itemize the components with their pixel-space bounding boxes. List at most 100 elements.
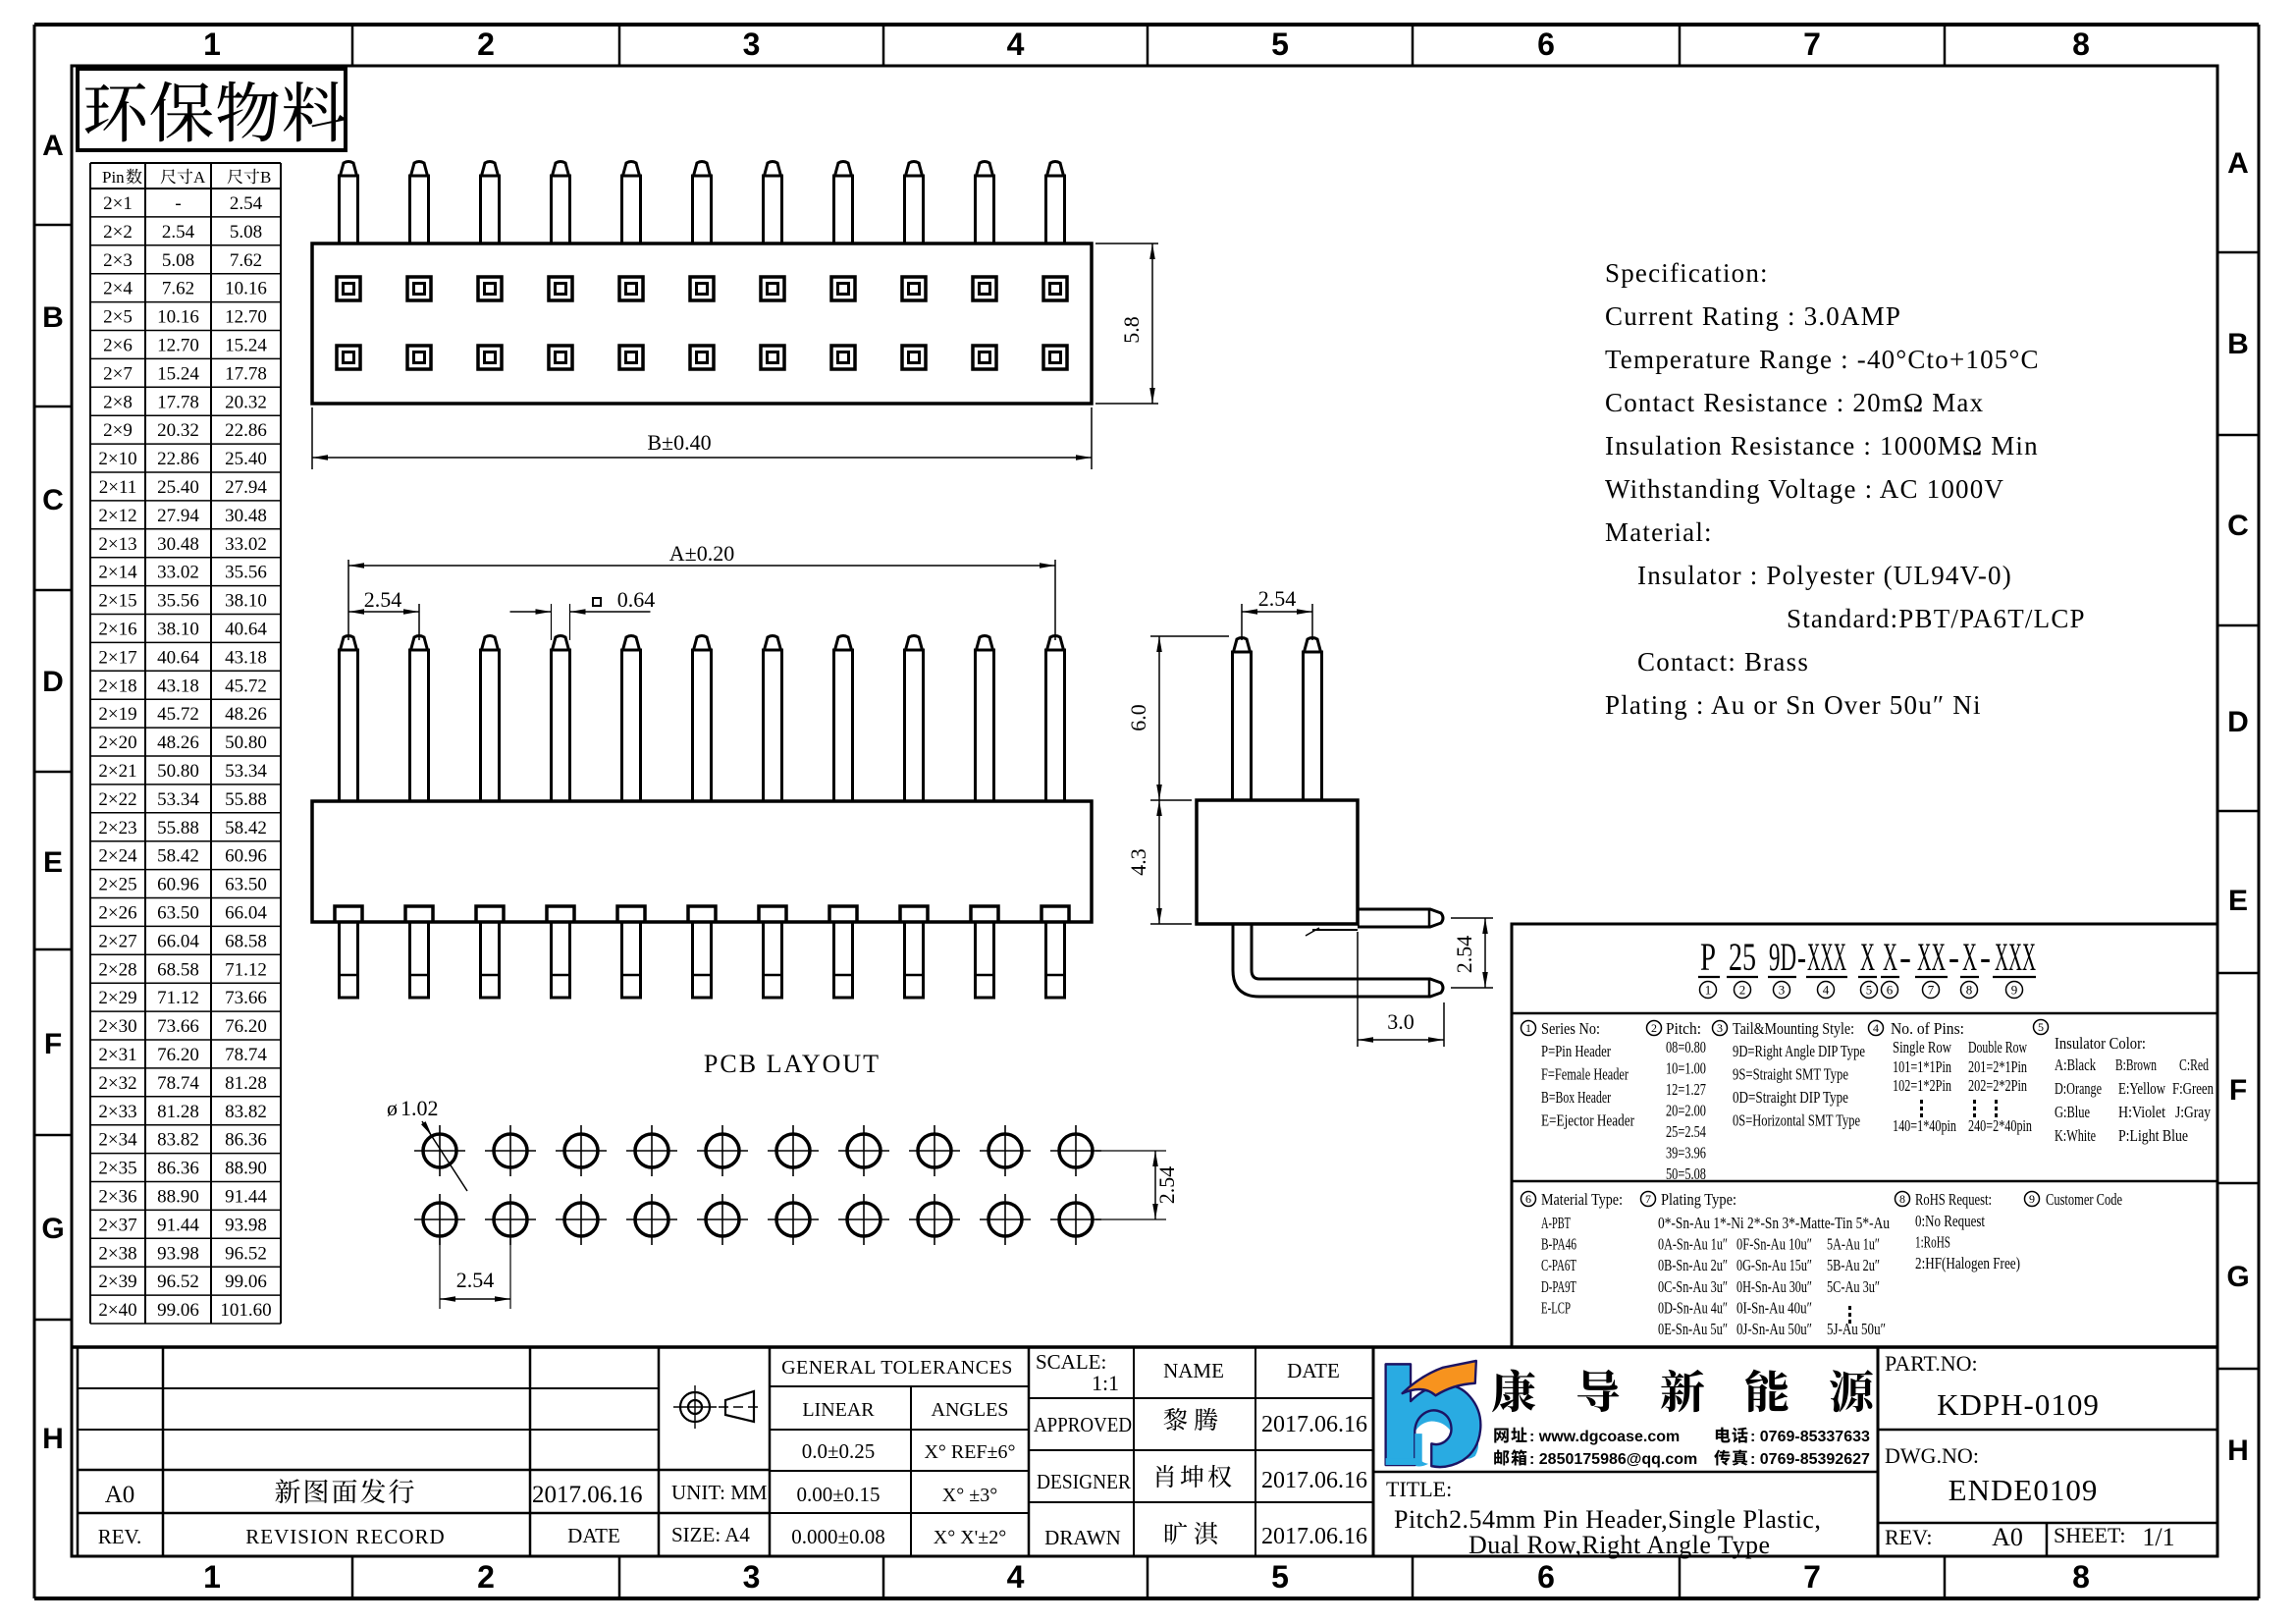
svg-text:No. of Pins:: No. of Pins: <box>1891 1019 1964 1038</box>
svg-text:40.64: 40.64 <box>225 620 267 640</box>
svg-text:: 2850175986@qq.com: : 2850175986@qq.com <box>1529 1451 1697 1468</box>
svg-text:Insulator Color:: Insulator Color: <box>2055 1034 2146 1053</box>
svg-text:2×16: 2×16 <box>98 620 136 640</box>
svg-text:2×13: 2×13 <box>98 534 136 555</box>
svg-text:SHEET:: SHEET: <box>2054 1523 2125 1547</box>
svg-text:2×14: 2×14 <box>98 563 137 583</box>
svg-text:88.90: 88.90 <box>225 1159 267 1179</box>
svg-text:X: X <box>1860 935 1875 979</box>
svg-text:2017.06.16: 2017.06.16 <box>1261 1468 1367 1493</box>
svg-text:0D-Sn-Au 4u″: 0D-Sn-Au 4u″ <box>1658 1298 1728 1317</box>
svg-text:0F-Sn-Au 10u″: 0F-Sn-Au 10u″ <box>1736 1235 1812 1254</box>
svg-text:2×37: 2×37 <box>98 1215 136 1235</box>
svg-text:P: P <box>1700 935 1716 979</box>
svg-text:9: 9 <box>2011 983 2018 998</box>
svg-text:2×17: 2×17 <box>98 647 136 668</box>
svg-text:7.62: 7.62 <box>230 250 262 271</box>
svg-text:2×4: 2×4 <box>103 279 133 299</box>
svg-text:2×20: 2×20 <box>98 732 136 753</box>
svg-text:2×38: 2×38 <box>98 1243 136 1264</box>
svg-text:30.48: 30.48 <box>157 534 199 555</box>
svg-text:101.60: 101.60 <box>220 1300 271 1321</box>
svg-text:3: 3 <box>743 27 761 62</box>
svg-text:99.06: 99.06 <box>225 1272 267 1292</box>
svg-text:Current Rating : 3.0AMP: Current Rating : 3.0AMP <box>1605 301 1901 331</box>
svg-text:2.54: 2.54 <box>1452 936 1476 974</box>
svg-text:B: B <box>260 168 271 187</box>
svg-text:6: 6 <box>1537 1559 1555 1595</box>
svg-text:58.42: 58.42 <box>157 846 199 867</box>
svg-text:35.56: 35.56 <box>225 563 267 583</box>
svg-text:0S=Horizontal SMT Type: 0S=Horizontal SMT Type <box>1733 1111 1860 1130</box>
svg-text:Specification:: Specification: <box>1605 258 1769 288</box>
svg-text:Withstanding Voltage : AC 1000: Withstanding Voltage : AC 1000V <box>1605 474 2004 504</box>
svg-text:Pitch:: Pitch: <box>1666 1019 1701 1038</box>
svg-text:2×12: 2×12 <box>98 506 136 526</box>
svg-text:P:Light Blue: P:Light Blue <box>2118 1126 2188 1145</box>
svg-text:A: A <box>2227 147 2249 180</box>
svg-text:22.86: 22.86 <box>225 420 267 441</box>
svg-text:-: - <box>1797 935 1806 979</box>
svg-text:50.80: 50.80 <box>157 761 199 782</box>
svg-text:60.96: 60.96 <box>157 875 199 895</box>
svg-text:68.58: 68.58 <box>157 959 199 980</box>
svg-text:8: 8 <box>2072 1559 2090 1595</box>
svg-text:A:Black: A:Black <box>2055 1056 2097 1074</box>
svg-text:2.54: 2.54 <box>364 587 402 612</box>
svg-text:2×34: 2×34 <box>98 1130 137 1151</box>
svg-text:6.0: 6.0 <box>1126 704 1150 731</box>
svg-text:E: E <box>43 846 63 879</box>
svg-text:Tail&Mounting Style:: Tail&Mounting Style: <box>1733 1019 1854 1038</box>
svg-text:8: 8 <box>1899 1192 1905 1206</box>
svg-text:Contact: Brass: Contact: Brass <box>1637 647 1809 677</box>
svg-text:73.66: 73.66 <box>157 1016 199 1037</box>
svg-text:43.18: 43.18 <box>225 647 267 668</box>
svg-text:ENDE0109: ENDE0109 <box>1949 1473 2099 1507</box>
svg-text:83.82: 83.82 <box>157 1130 199 1151</box>
svg-text:0.64: 0.64 <box>617 587 656 612</box>
svg-text:76.20: 76.20 <box>157 1045 199 1065</box>
svg-text:5J-Au 50u″: 5J-Au 50u″ <box>1827 1320 1886 1338</box>
svg-text:J:Gray: J:Gray <box>2175 1103 2212 1121</box>
svg-text:C:Red: C:Red <box>2179 1056 2210 1074</box>
svg-text:F: F <box>2229 1074 2247 1107</box>
svg-text:7: 7 <box>1803 27 1821 62</box>
svg-text:2×18: 2×18 <box>98 676 136 696</box>
svg-text:0J-Sn-Au 50u″: 0J-Sn-Au 50u″ <box>1736 1320 1812 1338</box>
svg-text:ANGLES: ANGLES <box>932 1399 1009 1421</box>
svg-text:1.02: 1.02 <box>400 1096 439 1120</box>
svg-text:DATE: DATE <box>567 1524 620 1547</box>
svg-text:22.86: 22.86 <box>157 449 199 469</box>
svg-text:X° ±3°: X° ±3° <box>942 1485 997 1506</box>
svg-text:2017.06.16: 2017.06.16 <box>1261 1524 1367 1549</box>
svg-text:86.36: 86.36 <box>225 1130 267 1151</box>
svg-text:8: 8 <box>2072 27 2090 62</box>
svg-text:X: X <box>1962 935 1977 979</box>
svg-text:240=2*40pin: 240=2*40pin <box>1968 1116 2032 1135</box>
svg-text:25=2.54: 25=2.54 <box>1666 1122 1706 1141</box>
svg-text:202=2*2Pin: 202=2*2Pin <box>1968 1076 2027 1095</box>
svg-text:78.74: 78.74 <box>225 1045 267 1065</box>
svg-text:2×5: 2×5 <box>103 307 133 328</box>
svg-text:0.0±0.25: 0.0±0.25 <box>802 1439 876 1463</box>
svg-text:63.50: 63.50 <box>157 903 199 924</box>
svg-text:0I-Sn-Au 40u″: 0I-Sn-Au 40u″ <box>1736 1298 1812 1317</box>
svg-text:4.3: 4.3 <box>1126 848 1150 876</box>
svg-text:40.64: 40.64 <box>157 647 199 668</box>
svg-text:12.70: 12.70 <box>225 307 267 328</box>
svg-text:4: 4 <box>1823 983 1830 998</box>
svg-text:55.88: 55.88 <box>225 789 267 810</box>
svg-text:2×30: 2×30 <box>98 1016 136 1037</box>
svg-text:5B-Au 2u″: 5B-Au 2u″ <box>1827 1256 1880 1274</box>
svg-text:99.06: 99.06 <box>157 1300 199 1321</box>
svg-text:93.98: 93.98 <box>157 1243 199 1264</box>
svg-text:20.32: 20.32 <box>157 420 199 441</box>
svg-text:10.16: 10.16 <box>157 307 199 328</box>
svg-text:F: F <box>44 1028 62 1060</box>
svg-text:5: 5 <box>1271 27 1289 62</box>
svg-text:38.10: 38.10 <box>225 591 267 612</box>
svg-text:66.04: 66.04 <box>157 931 199 951</box>
svg-text:96.52: 96.52 <box>225 1243 267 1264</box>
svg-text:2×7: 2×7 <box>103 363 133 384</box>
svg-text:2.54: 2.54 <box>1258 586 1297 611</box>
